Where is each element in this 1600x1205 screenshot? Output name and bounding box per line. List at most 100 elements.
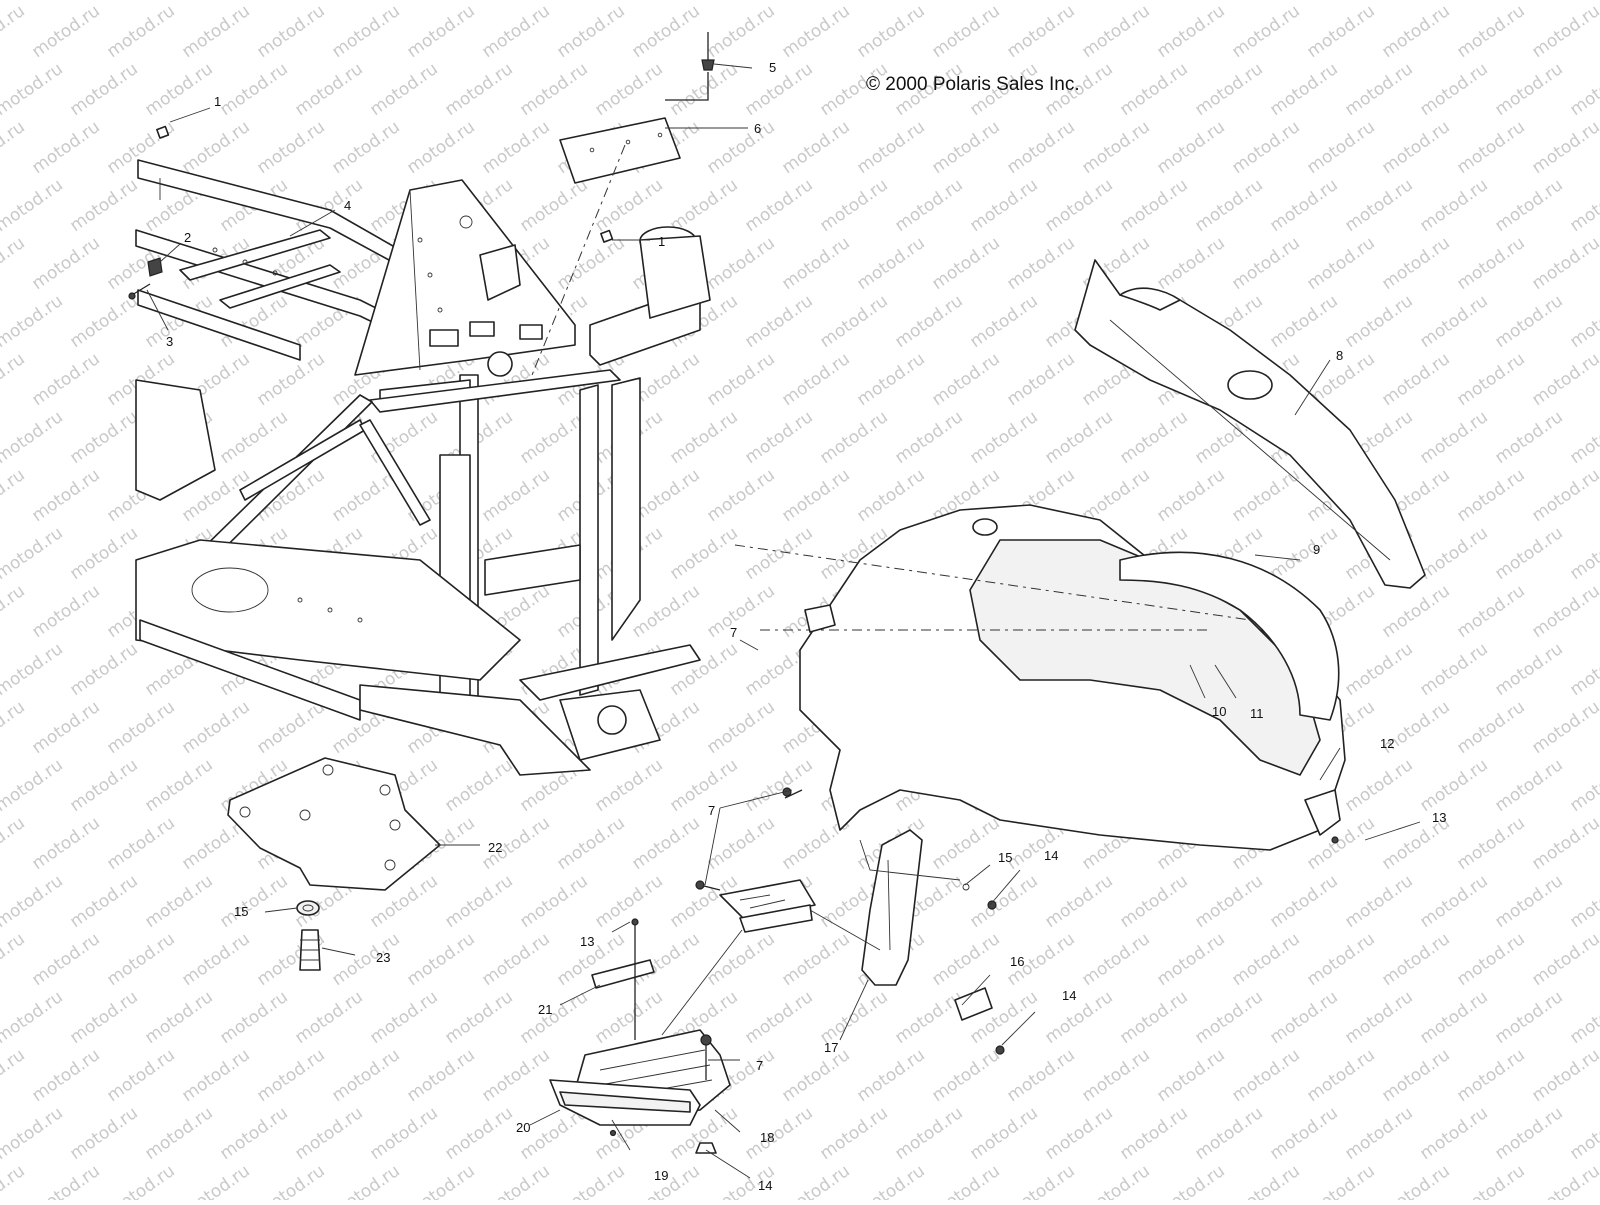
watermark-text: motod.ru	[778, 1, 853, 62]
callout-numbers: 1 2 3 4 5 6 1 8 9 7 10 11 12 13 7 15 14 …	[166, 60, 1446, 1193]
watermark-text: motod.ru	[628, 929, 703, 990]
watermark-text: motod.ru	[1528, 1161, 1600, 1200]
watermark-text: motod.ru	[103, 1, 178, 62]
watermark-text: motod.ru	[778, 929, 853, 990]
watermark-text: motod.ru	[703, 465, 778, 526]
watermark-text: motod.ru	[66, 59, 141, 120]
watermark-text: motod.ru	[0, 929, 29, 990]
watermark-text: motod.ru	[1416, 639, 1491, 700]
watermark-text: motod.ru	[1303, 929, 1378, 990]
watermark-text: motod.ru	[853, 117, 928, 178]
watermark-text: motod.ru	[778, 117, 853, 178]
callout-14c: 14	[758, 1178, 772, 1193]
watermark-text: motod.ru	[516, 0, 591, 4]
watermark-text: motod.ru	[1078, 1, 1153, 62]
watermark-text: motod.ru	[1416, 59, 1491, 120]
callout-leaders	[146, 63, 1421, 1179]
watermark-text: motod.ru	[253, 117, 328, 178]
watermark-text: motod.ru	[928, 1045, 1003, 1106]
watermark-text: motod.ru	[478, 1161, 553, 1200]
watermark-text: motod.ru	[1566, 407, 1600, 468]
watermark-text: motod.ru	[1453, 1, 1528, 62]
watermark-text: motod.ru	[591, 0, 666, 4]
watermark-text: motod.ru	[1378, 1161, 1453, 1200]
watermark-text: motod.ru	[966, 407, 1041, 468]
callout-14b: 14	[1062, 988, 1076, 1003]
watermark-text: motod.ru	[666, 175, 741, 236]
watermark-text: motod.ru	[0, 639, 67, 700]
watermark-text: motod.ru	[216, 987, 291, 1048]
watermark-text: motod.ru	[403, 1045, 478, 1106]
watermark-text: motod.ru	[178, 929, 253, 990]
watermark-text: motod.ru	[1528, 929, 1600, 990]
watermark-text: motod.ru	[816, 175, 891, 236]
watermark-text: motod.ru	[703, 233, 778, 294]
watermark-text: motod.ru	[1416, 0, 1491, 4]
watermark-text: motod.ru	[1153, 1045, 1228, 1106]
watermark-text: motod.ru	[441, 871, 516, 932]
watermark-text: motod.ru	[1266, 523, 1341, 584]
watermark-text: motod.ru	[853, 465, 928, 526]
watermark-text: motod.ru	[1566, 987, 1600, 1048]
watermark-text: motod.ru	[1528, 581, 1600, 642]
watermark-text: motod.ru	[853, 233, 928, 294]
watermark-text: motod.ru	[1491, 407, 1566, 468]
watermark-text: motod.ru	[928, 813, 1003, 874]
watermark-text: motod.ru	[478, 929, 553, 990]
watermark-text: motod.ru	[1303, 1045, 1378, 1106]
watermark-text: motod.ru	[291, 1103, 366, 1164]
watermark-text: motod.ru	[1303, 233, 1378, 294]
watermark-text: motod.ru	[216, 0, 291, 4]
watermark-text: motod.ru	[1416, 871, 1491, 932]
watermark-text: motod.ru	[366, 1103, 441, 1164]
watermark-text: motod.ru	[66, 407, 141, 468]
watermark-text: motod.ru	[1416, 523, 1491, 584]
callout-14a: 14	[1044, 848, 1058, 863]
watermark-text: motod.ru	[1566, 0, 1600, 4]
copyright-text: © 2000 Polaris Sales Inc.	[866, 74, 1080, 95]
watermark-text: motod.ru	[553, 1, 628, 62]
watermark-text: motod.ru	[403, 929, 478, 990]
watermark-text: motod.ru	[0, 581, 29, 642]
watermark-text: motod.ru	[0, 233, 29, 294]
watermark-text: motod.ru	[816, 291, 891, 352]
watermark-text: motod.ru	[1453, 1045, 1528, 1106]
watermark-text: motod.ru	[1491, 59, 1566, 120]
watermark-text: motod.ru	[141, 0, 216, 4]
watermark-text: motod.ru	[28, 349, 103, 410]
watermark-text: motod.ru	[216, 59, 291, 120]
watermark-text: motod.ru	[441, 59, 516, 120]
watermark-text: motod.ru	[666, 407, 741, 468]
watermark-text: motod.ru	[1191, 59, 1266, 120]
watermark-text: motod.ru	[816, 987, 891, 1048]
watermark-text: motod.ru	[366, 0, 441, 4]
watermark-text: motod.ru	[1491, 755, 1566, 816]
watermark-text: motod.ru	[1341, 987, 1416, 1048]
watermark-text: motod.ru	[1116, 871, 1191, 932]
watermark-text: motod.ru	[403, 1, 478, 62]
watermark-text: motod.ru	[1378, 1, 1453, 62]
watermark-text: motod.ru	[328, 1161, 403, 1200]
watermark-text: motod.ru	[516, 175, 591, 236]
callout-16: 16	[1010, 954, 1024, 969]
watermark-text: motod.ru	[741, 175, 816, 236]
watermark-text: motod.ru	[741, 755, 816, 816]
watermark-text: motod.ru	[666, 755, 741, 816]
watermark-text: motod.ru	[141, 871, 216, 932]
watermark-text: motod.ru	[328, 117, 403, 178]
watermark-text: motod.ru	[103, 1045, 178, 1106]
watermark-text: motod.ru	[0, 465, 29, 526]
watermark-text: motod.ru	[1078, 465, 1153, 526]
watermark-text: motod.ru	[928, 349, 1003, 410]
watermark-text: motod.ru	[1266, 987, 1341, 1048]
watermark-text: motod.ru	[1491, 291, 1566, 352]
watermark-text: motod.ru	[1266, 1103, 1341, 1164]
watermark-text: motod.ru	[441, 0, 516, 4]
watermark-text: motod.ru	[1378, 349, 1453, 410]
watermark-text: motod.ru	[1003, 349, 1078, 410]
watermark-text: motod.ru	[1228, 1161, 1303, 1200]
watermark-text: motod.ru	[703, 349, 778, 410]
watermark-text: motod.ru	[1116, 175, 1191, 236]
watermark-text: motod.ru	[1191, 1103, 1266, 1164]
watermark-text: motod.ru	[0, 1103, 67, 1164]
